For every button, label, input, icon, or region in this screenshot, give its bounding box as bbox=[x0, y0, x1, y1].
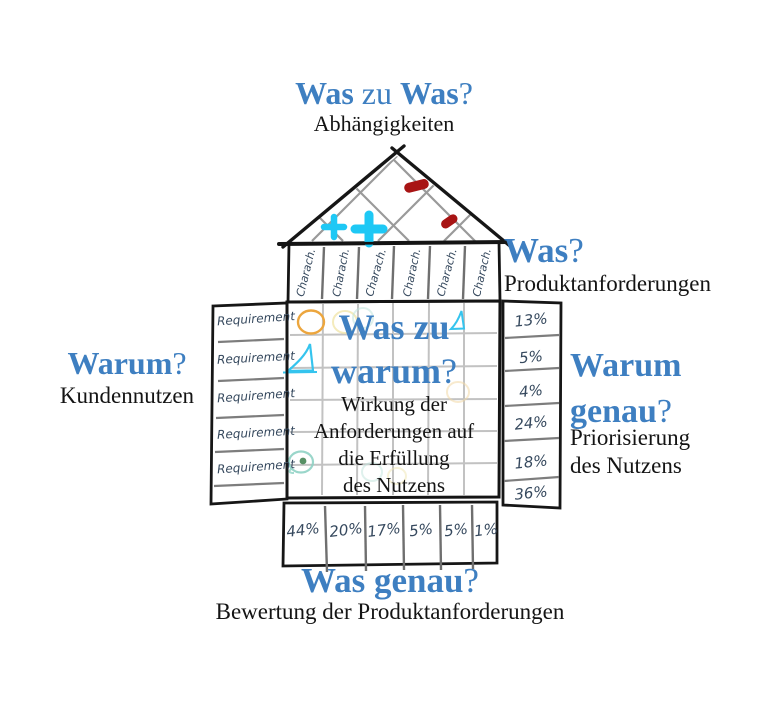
cyan-triangle-icon bbox=[448, 310, 466, 331]
center-heading-line1: Was zu bbox=[338, 307, 450, 347]
correlation-minus-icon bbox=[404, 179, 429, 193]
why-heading-qmark: ? bbox=[172, 345, 187, 381]
ghost-teal-circle-icon bbox=[352, 307, 374, 329]
what-exact-qmark: ? bbox=[463, 561, 479, 600]
right-panel bbox=[501, 299, 563, 510]
center-desc-line1: Wirkung der bbox=[341, 392, 447, 416]
top-heading-mid: zu bbox=[353, 75, 400, 111]
roof-symbols bbox=[320, 179, 458, 248]
cyan-fin-baseline bbox=[282, 371, 318, 374]
priority-row-dividers bbox=[503, 333, 560, 483]
center-desc-line2: Anforderungen auf bbox=[313, 419, 475, 443]
center-heading-qmark: ? bbox=[441, 351, 457, 391]
top-heading: Was zu Was? bbox=[114, 76, 654, 110]
green-dot-circle-icon bbox=[287, 450, 315, 474]
center-desc-line3: die Erfüllung bbox=[338, 446, 450, 470]
what-heading: Was? bbox=[504, 233, 584, 269]
why-exact-line1: Warum bbox=[570, 347, 682, 384]
matrix-grid-lines bbox=[289, 302, 498, 496]
requirement-underlines bbox=[213, 337, 285, 488]
why-exact-qmark: ? bbox=[656, 393, 673, 430]
what-exact-text: Was genau bbox=[301, 561, 464, 600]
bottom-panel bbox=[281, 500, 499, 568]
top-heading-bold1: Was bbox=[295, 75, 354, 111]
rating-column-dividers bbox=[323, 504, 475, 573]
header-column-dividers bbox=[320, 245, 467, 300]
top-heading-qmark: ? bbox=[458, 75, 473, 111]
ghost-yellow-circle-icon bbox=[332, 310, 358, 334]
what-subtitle: Produktanforderungen bbox=[504, 271, 711, 296]
center-heading: Was zu warum? bbox=[288, 305, 500, 393]
matrix-symbols bbox=[282, 307, 470, 485]
why-heading: Warum? bbox=[36, 346, 218, 380]
top-heading-bold2: Was bbox=[400, 75, 459, 111]
ghost-yellow-circle-icon bbox=[387, 467, 407, 485]
what-heading-text: Was bbox=[504, 231, 569, 270]
top-subtitle: Abhängigkeiten bbox=[313, 111, 455, 136]
cyan-fin-icon bbox=[285, 343, 315, 373]
why-exact-line2: genau? bbox=[570, 393, 673, 430]
why-exact-subtitle: Priorisierung des Nutzens bbox=[570, 424, 750, 480]
orange-circle-icon bbox=[296, 309, 326, 335]
center-desc-line4: des Nutzens bbox=[342, 473, 446, 497]
why-exact-subtitle-line2: des Nutzens bbox=[570, 453, 682, 478]
what-exact-heading: Was genau? bbox=[184, 563, 596, 599]
correlation-plus-icon bbox=[350, 210, 388, 248]
what-heading-qmark: ? bbox=[568, 231, 584, 270]
why-exact-subtitle-line1: Priorisierung bbox=[570, 425, 691, 450]
ghost-teal-circle-icon bbox=[361, 462, 383, 482]
why-subtitle: Kundennutzen bbox=[59, 383, 195, 408]
correlation-plus-icon bbox=[320, 213, 348, 241]
left-panel bbox=[209, 301, 289, 506]
center-description: Wirkung der Anforderungen auf die Erfüll… bbox=[288, 391, 500, 499]
correlation-minus-icon bbox=[441, 214, 458, 229]
ghost-orange-circle-icon bbox=[446, 381, 470, 403]
why-heading-text: Warum bbox=[67, 345, 173, 381]
why-exact-heading: Warum genau? bbox=[570, 343, 750, 435]
center-heading-line2: warum? bbox=[331, 351, 457, 391]
what-exact-subtitle: Bewertung der Produktanforderungen bbox=[215, 599, 565, 624]
